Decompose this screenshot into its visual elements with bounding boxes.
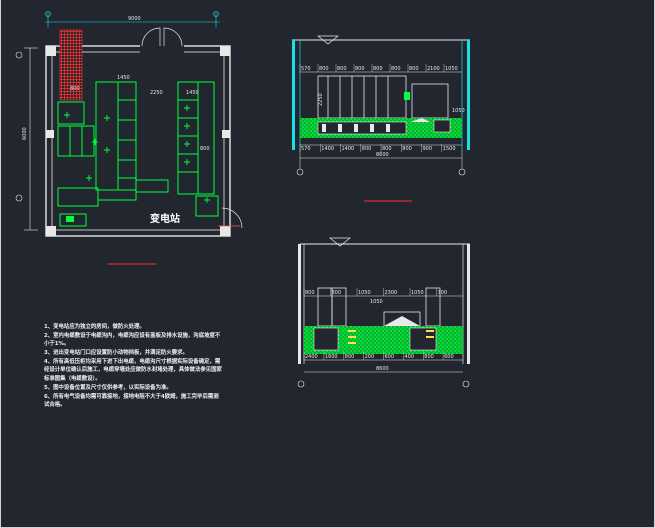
e1-bottom-dim-4: 800 — [382, 146, 392, 152]
plan-dim-800b: 800 — [200, 146, 210, 152]
note-4: 4、所有高低压柜均采用下进下出电缆，电缆沟尺寸根据实际设备确定，需经设计单位确认… — [44, 359, 222, 382]
plan-dim-1450b: 1450 — [186, 90, 199, 96]
e2-top-dim-0: 800 — [305, 290, 315, 296]
note-5: 5、图中设备位置及尺寸仅供参考，以实际设备为准。 — [44, 384, 172, 391]
e1-bottom-dim-2: 1400 — [342, 146, 355, 152]
e1-top-dim-0: 570 — [301, 66, 311, 72]
plan-dim-2250: 2250 — [150, 90, 163, 96]
e1-bottom-dim-3: 800 — [362, 146, 372, 152]
e2-bottom-dim-4: 600 — [385, 354, 395, 360]
e1-dim-height: 2250 — [318, 93, 324, 106]
e2-bottom-dim-6: 800 — [424, 354, 434, 360]
e2-bottom-dim-7: 600 — [444, 354, 454, 360]
plan-dim-left: 6000 — [22, 127, 28, 140]
e1-top-dim-5: 800 — [391, 66, 401, 72]
e1-top-dim-7: 2100 — [427, 66, 440, 72]
e2-bottom-dim-5: 400 — [404, 354, 414, 360]
plan-dim-top: 9000 — [128, 16, 141, 22]
e2-top-dim-4: 1050 — [411, 290, 424, 296]
e2-top-dim-5: 700 — [438, 290, 448, 296]
e2-bottom-dim-0: 2400 — [305, 354, 318, 360]
e1-bottom-dim-5: 800 — [402, 146, 412, 152]
e1-top-dim-4: 800 — [373, 66, 383, 72]
e2-dim-total: 8600 — [376, 366, 389, 372]
e1-dim-side: 1050 — [452, 108, 465, 114]
e2-bottom-dim-3: 200 — [365, 354, 375, 360]
e2-dim-h: 1050 — [370, 299, 383, 305]
e2-top-dim-3: 2300 — [385, 290, 398, 296]
design-notes: 1、变电站应为独立的房间，做防火处理。 2、室内电缆敷设于电缆沟内，电缆沟应设有… — [44, 323, 222, 410]
plan-title: 变电站 — [150, 212, 180, 225]
plan-dim-800a: 800 — [70, 86, 80, 92]
e1-bottom-dim-1: 1400 — [321, 146, 334, 152]
e1-top-dim-8: 1050 — [445, 66, 458, 72]
e2-top-dim-2: 1050 — [358, 290, 371, 296]
plan-dim-1450: 1450 — [117, 75, 130, 81]
e1-top-dim-2: 800 — [337, 66, 347, 72]
e1-dim-total: 8600 — [376, 152, 389, 158]
note-1: 1、变电站应为独立的房间，做防火处理。 — [44, 324, 145, 330]
e1-bottom-dim-6: 900 — [423, 146, 433, 152]
e1-top-dim-3: 800 — [355, 66, 365, 72]
note-2: 2、室内电缆敷设于电缆沟内，电缆沟应设有盖板及排水设施，沟底坡度不小于1%。 — [44, 333, 221, 348]
floor-plan: 9000 6000 — [15, 11, 243, 265]
e1-bottom-dim-0: 570 — [301, 146, 311, 152]
note-6: 6、所有电气设备均需可靠接地，接地电阻不大于4欧姆，施工完毕后需测试合格。 — [44, 393, 219, 408]
e1-bottom-dim-7: 1500 — [443, 146, 456, 152]
e2-bottom-dim-2: 800 — [345, 354, 355, 360]
e1-top-dim-6: 800 — [409, 66, 419, 72]
e1-top-dim-1: 800 — [319, 66, 329, 72]
e2-bottom-dim-1: 1600 — [325, 354, 338, 360]
note-3: 3、进出变电站门口应设置防小动物挡板，并满足防火要求。 — [44, 350, 188, 357]
e2-top-dim-1: 800 — [332, 290, 342, 296]
